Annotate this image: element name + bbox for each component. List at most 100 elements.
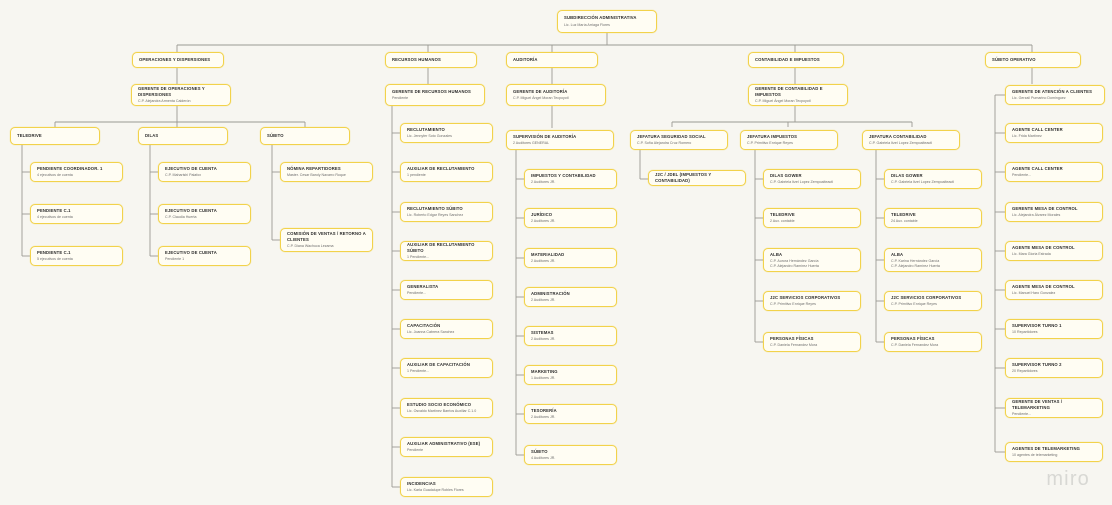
- node-subtitle: 24 Aux. contable: [891, 219, 918, 224]
- node-impuestos-child[interactable]: TELEDRIVE 2 Aux. contable: [763, 208, 861, 228]
- node-contabilidad-child[interactable]: PERSONAS FÍSICAS C.P. Daniela Fernandez …: [884, 332, 982, 352]
- node-rh-child[interactable]: RECLUTAMIENTO SÚBITO Lic. Roberto Edgar …: [400, 202, 493, 222]
- node-subito-operativo-child[interactable]: AGENTE MESA DE CONTROL Lic. Manuel Haro …: [1005, 280, 1103, 300]
- node-title: TELEDRIVE: [770, 212, 795, 217]
- node-division-recursos-humanos[interactable]: RECURSOS HUMANOS: [385, 52, 477, 68]
- node-contabilidad-child[interactable]: ALBA C.P. Karina Hernández García C.P. A…: [884, 248, 982, 272]
- node-subtitle: Lic. Alejandra Álvarez Morales: [1012, 213, 1061, 218]
- node-title: TESORERÍA: [531, 408, 557, 413]
- node-dilas-child[interactable]: EJECUTIVO DE CUENTA C.P. Maharishi Palaf…: [158, 162, 251, 182]
- node-division-subito-operativo[interactable]: SÚBITO OPERATIVO: [985, 52, 1081, 68]
- node-impuestos-child[interactable]: PERSONAS FÍSICAS C.P. Daniela Fernandez …: [763, 332, 861, 352]
- node-auditoria-child[interactable]: SISTEMAS 2 Auditores JR.: [524, 326, 617, 346]
- node-jefatura-seguridad-social[interactable]: JEFATURA SEGURIDAD SOCIAL C.P. Sofía Ale…: [630, 130, 728, 150]
- node-group-dilas[interactable]: DILAS: [138, 127, 228, 145]
- node-rh-child[interactable]: CAPACITACIÓN Lic. Joanna Cabrera Sanchez: [400, 319, 493, 339]
- node-subtitle: C.P. Daniela Fernandez Mora: [891, 343, 939, 348]
- node-auditoria-child[interactable]: JURÍDICO 2 Auditores JR.: [524, 208, 617, 228]
- node-jefatura-impuestos[interactable]: JEFATURA IMPUESTOS C.P. Primitivo Enriqu…: [740, 130, 838, 150]
- node-jefatura-contabilidad[interactable]: JEFATURA CONTABILIDAD C.P. Gabriela Itze…: [862, 130, 960, 150]
- node-subito-operativo-child[interactable]: AGENTE MESA DE CONTROL Lic. Mara Gloria …: [1005, 241, 1103, 261]
- node-auditoria-child[interactable]: TESORERÍA 2 Auditores JR.: [524, 404, 617, 424]
- node-gerente-atencion-clientes[interactable]: GERENTE DE ATENCIÓN A CLIENTES Lic. Gerz…: [1005, 85, 1105, 105]
- node-gerente-auditoria[interactable]: GERENTE DE AUDITORÍA C.P. Miguel Ángel M…: [506, 84, 606, 106]
- node-teledrive-child[interactable]: Pendiente C.1 5 ejecutivos de cuenta: [30, 246, 123, 266]
- node-subito-operativo-child[interactable]: GERENTE DE VENTAS / TELEMARKETING Pendie…: [1005, 398, 1103, 418]
- node-title: GERENTE DE CONTABILIDAD E IMPUESTOS: [755, 86, 823, 97]
- node-subito-child[interactable]: NÓMINA REPARTIDORES Master. Cesar Baroly…: [280, 162, 373, 182]
- node-subtitle: C.P. Miguel Ángel Moran Tecpoyotl: [513, 96, 569, 101]
- node-auditoria-child[interactable]: MARKETING 1 Auditores JR.: [524, 365, 617, 385]
- node-title: GERENTE DE RECURSOS HUMANOS: [392, 89, 471, 94]
- node-impuestos-child[interactable]: ALBA C.P. Aurora Hernández García C.P. A…: [763, 248, 861, 272]
- node-title: AUXILIAR DE RECLUTAMIENTO SÚBITO: [407, 242, 475, 253]
- node-teledrive-child[interactable]: Pendiente C.1 4 ejecutivos de cuenta: [30, 204, 123, 224]
- node-subtitle: 2 Auditores JR.: [531, 415, 556, 420]
- node-rh-child[interactable]: AUXILIAR DE RECLUTAMIENTO SÚBITO 1 Pendi…: [400, 241, 493, 261]
- node-rh-child[interactable]: AUXILIAR ADMINISTRATIVO (ESE) Pendiente: [400, 437, 493, 457]
- node-dilas-child[interactable]: EJECUTIVO DE CUENTA C.P. Claudia Huerta: [158, 204, 251, 224]
- node-title: GERENTE MESA DE CONTROL: [1012, 206, 1078, 211]
- node-auditoria-child[interactable]: MATERIALIDAD 2 Auditores JR.: [524, 248, 617, 268]
- node-subito-operativo-child[interactable]: SUPERVISOR TURNO 2 20 Repartidores: [1005, 358, 1103, 378]
- node-title: MATERIALIDAD: [531, 252, 565, 257]
- node-impuestos-child[interactable]: DILAS GOWER C.P. Gabriela Itzel Lopez Ze…: [763, 169, 861, 189]
- node-auditoria-child[interactable]: ADMINISTRACIÓN 2 Auditores JR.: [524, 287, 617, 307]
- node-division-contabilidad-impuestos[interactable]: CONTABILIDAD E IMPUESTOS: [748, 52, 844, 68]
- node-title: OPERACIONES Y DISPERSIONES: [139, 57, 211, 63]
- node-title: AUXILIAR DE RECLUTAMIENTO: [407, 166, 475, 171]
- node-impuestos-child[interactable]: J2C SERVICIOS CORPORATIVOS C.P. Primitiv…: [763, 291, 861, 311]
- node-rh-child[interactable]: RECLUTAMIENTO Lic. Jennyfer Soto Gonzale…: [400, 123, 493, 143]
- node-subtitle: C.P. Primitivo Enrique Reyes: [770, 302, 816, 307]
- node-rh-child[interactable]: GENERALISTA Pendiente...: [400, 280, 493, 300]
- node-auditoria-child[interactable]: SÚBITO 4 Auditores JR.: [524, 445, 617, 465]
- node-subito-operativo-child[interactable]: AGENTE CALL CENTER Pendiente...: [1005, 162, 1103, 182]
- node-group-subito[interactable]: SÚBITO: [260, 127, 350, 145]
- node-subtitle: 2 Auditores JR.: [531, 259, 556, 264]
- node-rh-child[interactable]: AUXILIAR DE RECLUTAMIENTO 1 pendiente: [400, 162, 493, 182]
- node-subtitle: 5 ejecutivos de cuenta: [37, 257, 73, 262]
- node-title: GERENTE DE AUDITORÍA: [513, 89, 568, 94]
- node-j2c-jdel[interactable]: J2C / JDEL (IMPUESTOS Y CONTABILIDAD): [648, 170, 746, 186]
- node-dilas-child[interactable]: EJECUTIVO DE CUENTA Pendiente 1: [158, 246, 251, 266]
- node-title: AUXILIAR ADMINISTRATIVO (ESE): [407, 441, 481, 446]
- node-division-operaciones[interactable]: OPERACIONES Y DISPERSIONES: [132, 52, 224, 68]
- node-title: Pendiente Coordinador. 1: [37, 166, 103, 171]
- node-rh-child[interactable]: INCIDENCIAS Lic. Karla Guadalupe Robles …: [400, 477, 493, 497]
- node-subtitle: 4 ejecutivos de cuenta: [37, 215, 73, 220]
- node-gerente-contabilidad-impuestos[interactable]: GERENTE DE CONTABILIDAD E IMPUESTOS C.P.…: [748, 84, 848, 106]
- node-supervision-auditoria[interactable]: SUPERVISIÓN DE AUDITORÍA 2 Auditores GEN…: [506, 130, 614, 150]
- node-subtitle: C.P. Alejandra Armenta Calderón: [138, 99, 191, 103]
- node-subtitle: Master. Cesar Baroly Navarro Roque: [287, 173, 346, 178]
- node-division-auditoria[interactable]: AUDITORÍA: [506, 52, 598, 68]
- node-subito-operativo-child[interactable]: AGENTES DE TELEMARKETING 10 agentes de t…: [1005, 442, 1103, 462]
- node-subito-child[interactable]: COMISIÓN DE VENTAS / RETORNO A CLIENTES …: [280, 228, 373, 252]
- node-subito-operativo-child[interactable]: AGENTE CALL CENTER Lic. Frida Martínez: [1005, 123, 1103, 143]
- node-contabilidad-child[interactable]: J2C SERVICIOS CORPORATIVOS C.P. Primitiv…: [884, 291, 982, 311]
- node-subtitle: Lic. Joanna Cabrera Sanchez: [407, 330, 455, 335]
- node-subtitle: 20 Repartidores: [1012, 369, 1038, 374]
- node-contabilidad-child[interactable]: DILAS GOWER C.P. Gabriela Itzel Lopez Ze…: [884, 169, 982, 189]
- node-subito-operativo-child[interactable]: GERENTE MESA DE CONTROL Lic. Alejandra Á…: [1005, 202, 1103, 222]
- node-title: AUXILIAR DE CAPACITACIÓN: [407, 362, 470, 367]
- node-subtitle: Lic. Karla Guadalupe Robles Flores: [407, 488, 464, 493]
- node-title: SÚBITO: [267, 133, 284, 139]
- node-rh-child[interactable]: ESTUDIO SOCIO ECONÓMICO Lic. Osvaldo Mar…: [400, 398, 493, 418]
- node-subito-operativo-child[interactable]: SUPERVISOR TURNO 1 10 Repartidores: [1005, 319, 1103, 339]
- node-gerente-recursos-humanos[interactable]: GERENTE DE RECURSOS HUMANOS Pendiente: [385, 84, 485, 106]
- node-subtitle: C.P. Primitivo Enrique Reyes: [747, 141, 793, 146]
- node-subtitle-2: C.P. Alejandro Ramírez Huerta: [770, 263, 819, 268]
- node-group-teledrive[interactable]: TELEDRIVE: [10, 127, 100, 145]
- node-subtitle: Pendiente 1: [165, 257, 185, 262]
- node-subtitle: C.P. Gabriela Itzel Lopez Zempoalteactl: [770, 180, 834, 185]
- node-subtitle: C.P. Karina Hernández García: [891, 258, 940, 263]
- node-subtitle: 1 Pendiente...: [407, 255, 430, 259]
- node-auditoria-child[interactable]: IMPUESTOS Y CONTABILIDAD 2 Auditores JR.: [524, 169, 617, 189]
- node-rh-child[interactable]: AUXILIAR DE CAPACITACIÓN 1 Pendiente...: [400, 358, 493, 378]
- node-teledrive-child[interactable]: Pendiente Coordinador. 1 4 ejecutivos de…: [30, 162, 123, 182]
- node-gerente-operaciones[interactable]: GERENTE DE OPERACIONES Y DISPERSIONES C.…: [131, 84, 231, 106]
- node-contabilidad-child[interactable]: TELEDRIVE 24 Aux. contable: [884, 208, 982, 228]
- node-subdireccion-administrativa[interactable]: SUBDIRECCIÓN ADMINISTRATIVA Lic. Luz Mar…: [557, 10, 657, 33]
- node-subtitle: Lic. Jennyfer Soto Gonzales: [407, 134, 452, 139]
